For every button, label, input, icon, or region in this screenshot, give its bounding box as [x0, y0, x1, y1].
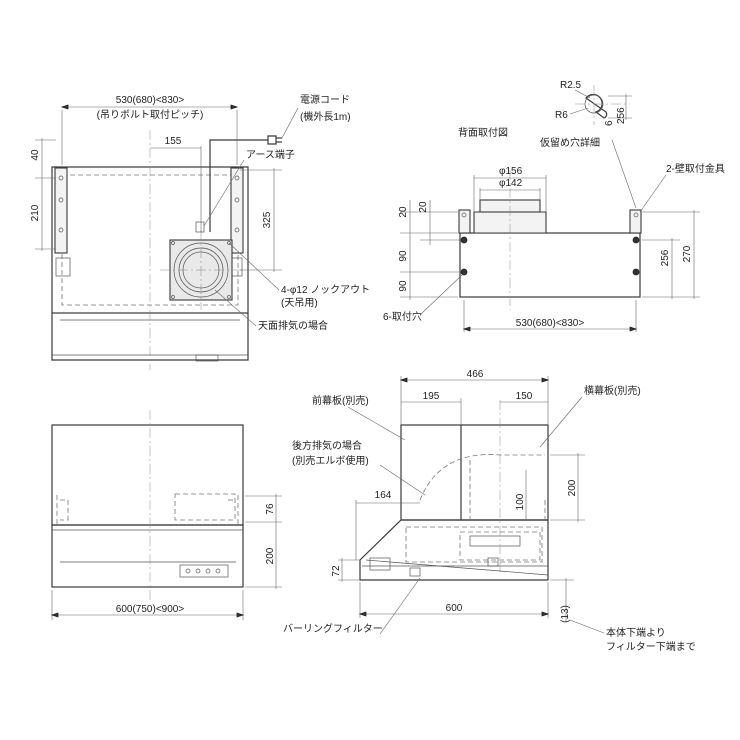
bottom-label-2: フィルター下端まで [606, 640, 696, 653]
side-dim-200: 200 [567, 479, 578, 496]
detail-256: 256 [616, 107, 627, 124]
side-view: 466 195 150 200 100 164 72 600 (13) [283, 369, 696, 653]
mount-hole [460, 236, 468, 244]
control-button[interactable] [205, 568, 211, 574]
elbow-label: (別売エルボ使用) [292, 454, 369, 467]
back-view-title: 背面取付図 [458, 126, 508, 139]
burring-filter [369, 557, 391, 571]
earth-terminal [195, 221, 205, 233]
front-plate-label: 前幕板(別売) [312, 394, 369, 407]
front-width-label: 600(750)<900> [116, 604, 185, 615]
top-pitch-label: (吊りボルト取付ピッチ) [97, 108, 204, 121]
detail-r25: R2.5 [560, 80, 582, 91]
power-cord [209, 139, 268, 232]
dim-256: 256 [660, 249, 671, 266]
detail-r6: R6 [555, 110, 568, 121]
dim-20a: 20 [398, 206, 409, 218]
control-panel[interactable] [179, 564, 229, 578]
rear-exhaust-label: 後方排気の場合 [292, 439, 362, 452]
detail-title: 仮留め穴詳細 [540, 136, 600, 149]
dim-40: 40 [30, 149, 41, 161]
front-hood [51, 524, 244, 588]
dim-90b: 90 [398, 280, 409, 292]
front-plate [400, 424, 462, 521]
dim-90a: 90 [398, 250, 409, 262]
dim-phi142: φ142 [499, 178, 523, 189]
mount-hole [460, 268, 468, 276]
side-dim-13: (13) [560, 605, 571, 623]
hole-detail: R2.5 R6 6 256 仮留め穴詳細 [540, 80, 637, 209]
front-view: 76 200 600(750)<900> [50, 410, 282, 620]
dim-phi156: φ156 [499, 166, 523, 177]
side-dim-150: 150 [516, 391, 533, 402]
side-dim-72: 72 [331, 565, 342, 577]
mount-hole [632, 268, 640, 276]
dim-20b: 20 [418, 201, 429, 213]
top-view-switch [195, 354, 219, 362]
back-view-body [459, 232, 641, 298]
left-bracket [54, 167, 68, 254]
side-plate [461, 424, 549, 521]
side-plate-label: 横幕板(別売) [584, 384, 641, 397]
front-upper-panel [51, 424, 244, 526]
knockout-label: 4-φ12 ノックアウト [281, 284, 370, 296]
side-dim-164: 164 [375, 490, 392, 501]
side-dim-100: 100 [515, 493, 526, 510]
bottom-label-1: 本体下端より [606, 626, 666, 639]
mount-hole [632, 236, 640, 244]
holes-label: 6-取付穴 [383, 310, 422, 323]
side-dim-195: 195 [423, 391, 440, 402]
top-width-label: 530(680)<830> [116, 95, 185, 106]
bracket-label: 2-壁取付金具 [666, 162, 725, 175]
control-button[interactable] [215, 568, 221, 574]
detail-6: 6 [604, 120, 615, 126]
dim-270: 270 [682, 245, 693, 262]
fan-motor [469, 535, 521, 547]
dim-325: 325 [262, 211, 273, 228]
front-dim-200: 200 [265, 547, 276, 564]
control-button[interactable] [185, 568, 191, 574]
filter-label: バーリングフィルター [283, 622, 383, 635]
side-dim-600: 600 [446, 603, 463, 614]
back-width-label: 530(680)<830> [516, 318, 585, 329]
ceiling-hang-label: (天吊用) [281, 297, 318, 309]
hood-body [359, 519, 549, 581]
earth-label: アース端子 [246, 148, 295, 161]
cord-length-label: (機外長1m) [300, 110, 351, 123]
dim-210: 210 [30, 204, 41, 221]
right-bracket [230, 167, 244, 254]
top-view: 530(680)<830> (吊りボルト取付ピッチ) 155 40 210 32… [30, 93, 370, 370]
front-dim-76: 76 [265, 503, 276, 515]
cord-label: 電源コード [300, 93, 350, 106]
side-dim-466: 466 [467, 369, 484, 380]
back-view: 背面取付図 φ156 φ142 20 20 90 [383, 126, 725, 332]
top-exhaust-label: 天面排気の場合 [258, 319, 328, 332]
control-button[interactable] [195, 568, 201, 574]
dim-155: 155 [165, 136, 182, 147]
keyhole-shape [585, 93, 608, 119]
